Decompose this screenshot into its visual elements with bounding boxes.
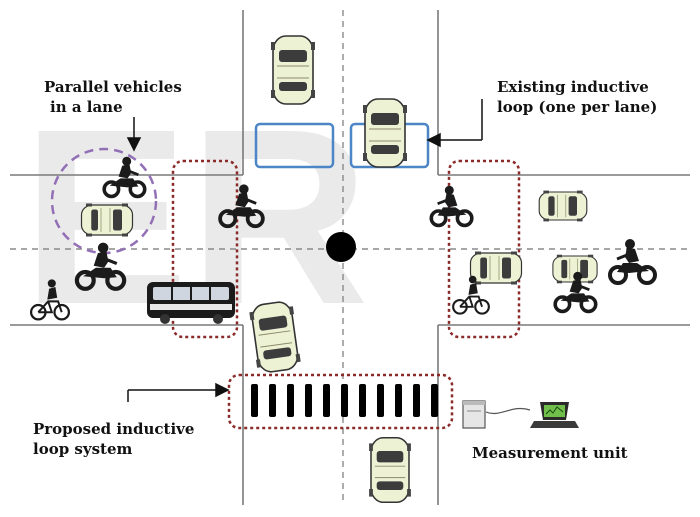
measurement-unit-label: Measurement unit bbox=[472, 443, 628, 463]
car-icon bbox=[362, 98, 408, 168]
car-icon bbox=[538, 190, 588, 222]
bus-icon bbox=[147, 282, 235, 324]
motorcycle-icon bbox=[429, 184, 474, 228]
connection-cable bbox=[485, 408, 531, 414]
proposed-loop-zones bbox=[171, 159, 521, 430]
computer-icon bbox=[462, 400, 486, 429]
proposed-loop-label: Proposed inductive loop system bbox=[33, 419, 194, 459]
car-icon bbox=[270, 35, 316, 105]
measurement-unit-label-text: Measurement unit bbox=[472, 444, 628, 462]
parallel-vehicles-label-line2: in a lane bbox=[50, 98, 123, 116]
parallel-vehicles-label: Parallel vehicles in a lane bbox=[44, 77, 182, 117]
callout-arrows bbox=[126, 99, 483, 402]
proposed-loop-label-line1: Proposed inductive bbox=[33, 420, 195, 438]
car-icon bbox=[368, 436, 412, 504]
car-icon bbox=[469, 250, 523, 286]
existing-loop-left bbox=[254, 122, 335, 169]
proposed-loop-south bbox=[227, 373, 454, 430]
intersection-center-marker bbox=[326, 232, 356, 262]
laptop-icon bbox=[530, 402, 579, 428]
existing-loop-label: Existing inductive loop (one per lane) bbox=[497, 77, 657, 117]
proposed-loop-west bbox=[171, 159, 239, 339]
parallel-vehicles-label-line1: Parallel vehicles bbox=[44, 78, 182, 96]
proposed-loop-east bbox=[447, 159, 521, 339]
proposed-loop-label-line2: loop system bbox=[33, 440, 133, 458]
car-icon bbox=[247, 299, 303, 375]
proposed-loop-bars bbox=[251, 384, 438, 417]
car-icon bbox=[80, 202, 134, 238]
motorcycle-icon bbox=[608, 237, 657, 285]
existing-loop-label-line2: loop (one per lane) bbox=[497, 98, 658, 116]
existing-loop-label-line1: Existing inductive bbox=[497, 78, 649, 96]
